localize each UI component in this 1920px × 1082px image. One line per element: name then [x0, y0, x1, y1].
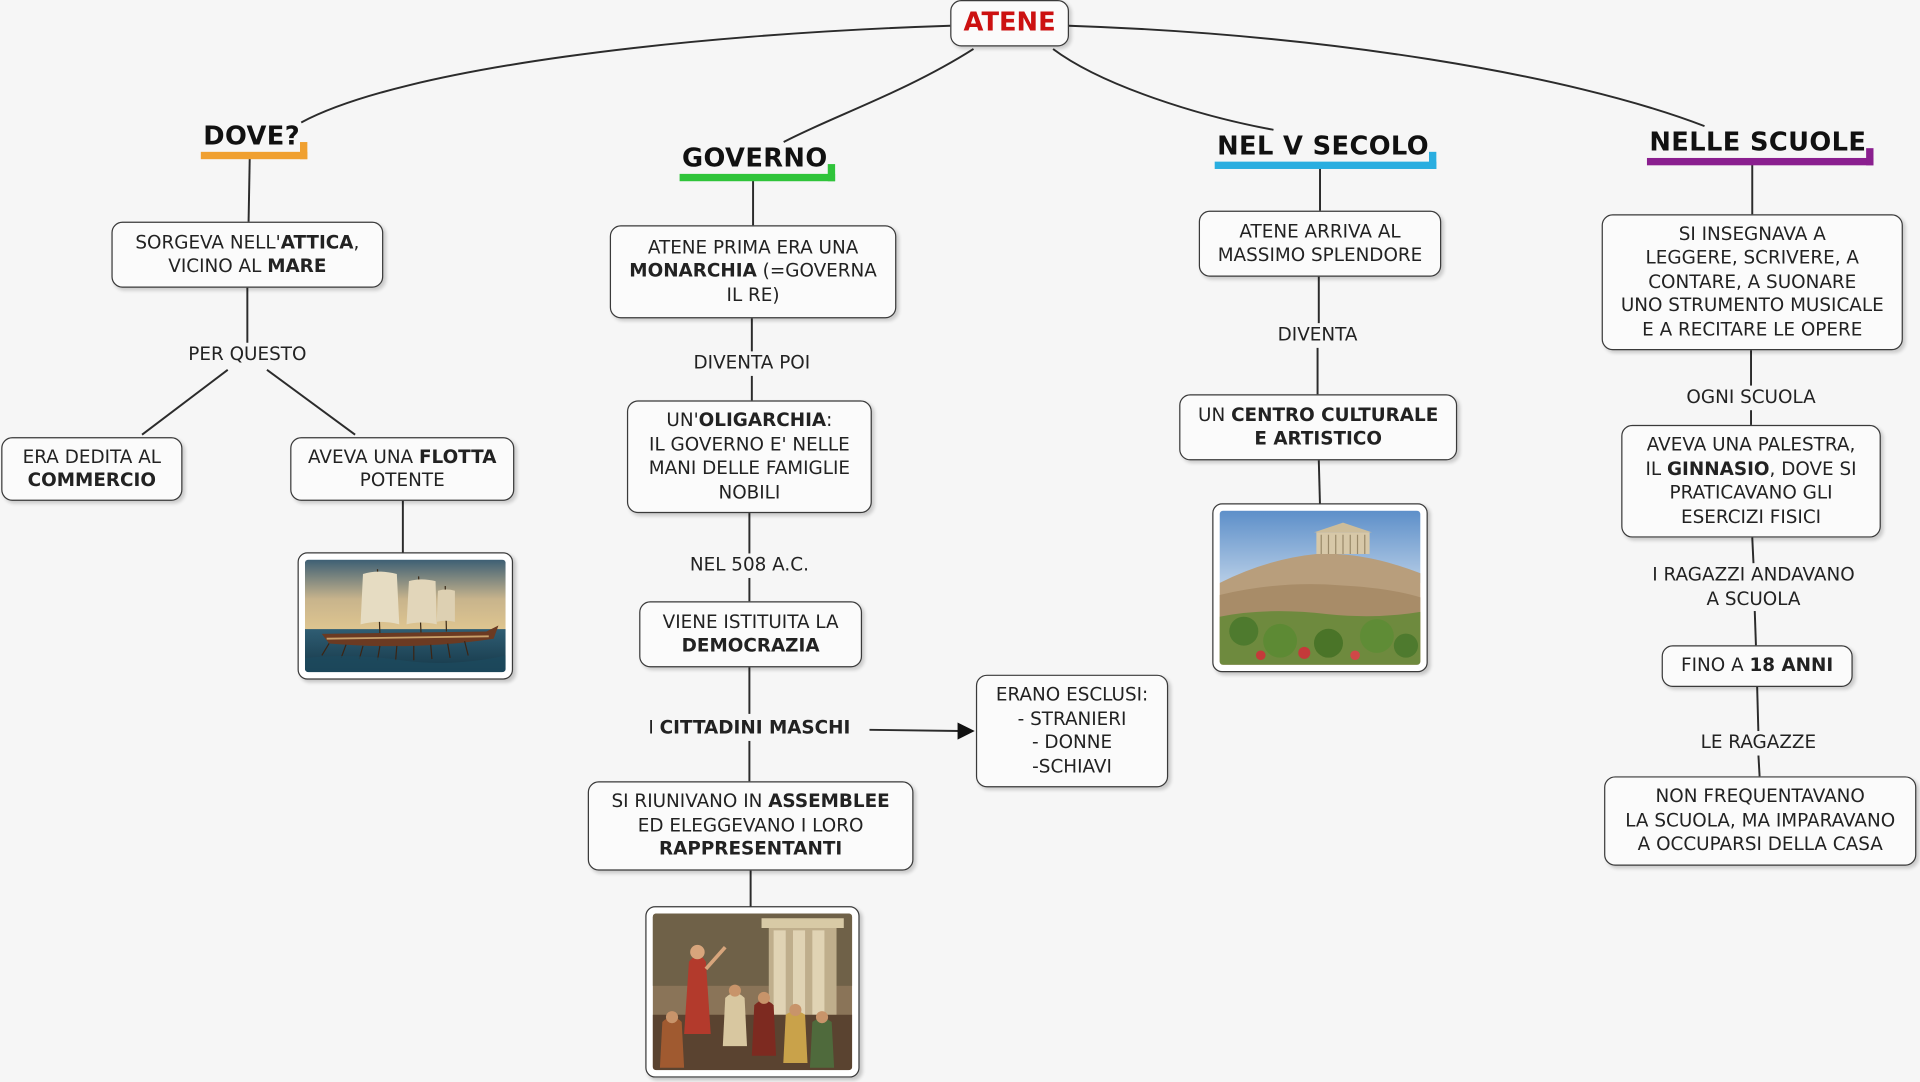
assembly-painting-image[interactable] [645, 906, 860, 1078]
node-insegnava[interactable]: SI INSEGNAVA A LEGGERE, SCRIVERE, A CONT… [1601, 214, 1903, 351]
link-label-per-questo: PER QUESTO [171, 342, 324, 367]
heading-dove-underline [200, 151, 308, 160]
heading-scuole-tick [1866, 148, 1874, 166]
link-label-le-ragazze: LE RAGAZZE [1687, 731, 1830, 755]
link-root-secolo [1052, 48, 1274, 131]
node-splendore[interactable]: ATENE ARRIVA AL MASSIMO SPLENDORE [1198, 210, 1442, 277]
node-centro-culturale[interactable]: UN CENTRO CULTURALE E ARTISTICO [1179, 394, 1458, 461]
node-oligarchia-line1: UN'OLIGARCHIA: [666, 408, 833, 432]
node-esclusi-line3: - DONNE [1031, 731, 1113, 754]
node-oligarchia-line4: NOBILI [718, 480, 781, 503]
node-monarchia-line1: ATENE PRIMA ERA UNA [647, 236, 859, 259]
trireme-ship-image[interactable] [297, 552, 514, 680]
heading-dove-text: DOVE? [203, 121, 301, 151]
heading-scuole[interactable]: NELLE SCUOLE [1646, 126, 1874, 166]
arrowhead-icon [957, 722, 975, 740]
node-ginnasio-line1: AVEVA UNA PALESTRA, [1646, 433, 1856, 456]
node-monarchia-line3: IL RE) [726, 283, 780, 306]
node-assemblee-line1: SI RIUNIVANO IN ASSEMBLEE [611, 790, 890, 813]
heading-dove[interactable]: DOVE? [200, 120, 308, 160]
node-sorgeva-line2: VICINO AL MARE [168, 254, 327, 277]
node-ginnasio-line3: PRATICAVANO GLI [1669, 481, 1833, 504]
node-oligarchia[interactable]: UN'OLIGARCHIA: IL GOVERNO E' NELLE MANI … [626, 400, 872, 514]
node-insegnava-line5: E A RECITARE LE OPERE [1642, 318, 1863, 341]
link-label-cittadini-maschi: I CITTADINI MASCHI [629, 716, 870, 741]
link-label-diventa: DIVENTA [1261, 323, 1374, 348]
link-label-nel-508: NEL 508 A.C. [675, 553, 823, 578]
node-casa-line2: LA SCUOLA, MA IMPARAVANO [1625, 809, 1896, 832]
node-monarchia-line2: MONARCHIA (=GOVERNA [629, 259, 877, 282]
node-casa[interactable]: NON FREQUENTAVANO LA SCUOLA, MA IMPARAVA… [1604, 776, 1917, 866]
node-flotta-line1: AVEVA UNA FLOTTA [308, 445, 497, 468]
node-assemblee-line3: RAPPRESENTANTI [659, 837, 843, 860]
root-node-atene[interactable]: ATENE [950, 0, 1069, 47]
node-esclusi-line4: -SCHIAVI [1032, 754, 1112, 777]
heading-governo-tick [827, 164, 835, 182]
node-centro-line2: E ARTISTICO [1254, 427, 1382, 450]
link-label-ogni-scuola: OGNI SCUOLA [1672, 385, 1830, 410]
heading-secolo-tick [1428, 151, 1437, 169]
node-oligarchia-line3: MANI DELLE FAMIGLIE [648, 456, 851, 479]
node-ginnasio[interactable]: AVEVA UNA PALESTRA, IL GINNASIO, DOVE SI… [1621, 424, 1881, 538]
node-18-anni-line1: FINO A 18 ANNI [1681, 654, 1834, 677]
node-commercio-line2: COMMERCIO [27, 468, 156, 492]
node-insegnava-line1: SI INSEGNAVA A [1678, 222, 1826, 245]
node-esclusi-line2: - STRANIERI [1017, 707, 1127, 730]
heading-governo[interactable]: GOVERNO [679, 142, 835, 182]
node-ginnasio-line2: IL GINNASIO, DOVE SI [1645, 457, 1857, 480]
node-centro-line1: UN CENTRO CULTURALE [1198, 403, 1439, 426]
acropolis-image[interactable] [1212, 503, 1428, 673]
root-title: ATENE [963, 7, 1056, 37]
node-splendore-line1: ATENE ARRIVA AL [1239, 219, 1401, 242]
link-root-governo [783, 48, 975, 143]
node-18-anni[interactable]: FINO A 18 ANNI [1661, 645, 1853, 687]
node-esclusi-line1: ERANO ESCLUSI: [995, 683, 1149, 706]
heading-secolo[interactable]: NEL V SECOLO [1214, 130, 1437, 169]
link-label-ragazzi: I RAGAZZI ANDAVANO A SCUOLA [1635, 563, 1872, 612]
heading-scuole-text: NELLE SCUOLE [1649, 127, 1867, 157]
acropolis-art [1219, 510, 1421, 665]
node-insegnava-line4: UNO STRUMENTO MUSICALE [1620, 294, 1884, 317]
node-monarchia[interactable]: ATENE PRIMA ERA UNA MONARCHIA (=GOVERNA … [609, 225, 897, 319]
link-root-scuole [1068, 24, 1705, 128]
node-sorgeva-line1: SORGEVA NELL'ATTICA, [135, 230, 360, 253]
node-splendore-line2: MASSIMO SPLENDORE [1217, 243, 1423, 266]
node-ginnasio-line4: ESERCIZI FISICI [1680, 505, 1822, 528]
heading-secolo-text: NEL V SECOLO [1217, 131, 1429, 161]
heading-secolo-underline [1214, 161, 1437, 169]
node-flotta-line2: POTENTE [359, 468, 445, 492]
trireme-ship-art [304, 559, 506, 673]
node-casa-line3: A OCCUPARSI DELLA CASA [1637, 832, 1883, 856]
node-oligarchia-line2: IL GOVERNO E' NELLE [649, 432, 850, 455]
node-sorgeva[interactable]: SORGEVA NELL'ATTICA, VICINO AL MARE [111, 221, 384, 288]
node-insegnava-line3: CONTARE, A SUONARE [1648, 270, 1857, 293]
node-insegnava-line2: LEGGERE, SCRIVERE, A [1645, 246, 1859, 269]
node-casa-line1: NON FREQUENTAVANO [1655, 785, 1865, 808]
node-democrazia[interactable]: VIENE ISTITUITA LA DEMOCRAZIA [639, 601, 863, 668]
node-commercio-line1: ERA DEDITA AL [22, 445, 162, 468]
node-democrazia-line1: VIENE ISTITUITA LA [662, 610, 839, 633]
node-esclusi[interactable]: ERANO ESCLUSI: - STRANIERI - DONNE -SCHI… [975, 674, 1169, 788]
node-commercio[interactable]: ERA DEDITA AL COMMERCIO [1, 437, 183, 501]
heading-scuole-underline [1646, 157, 1874, 166]
link-label-diventa-poi: DIVENTA POI [673, 351, 831, 376]
node-assemblee[interactable]: SI RIUNIVANO IN ASSEMBLEE ED ELEGGEVANO … [587, 781, 914, 871]
heading-governo-text: GOVERNO [682, 143, 828, 173]
node-democrazia-line2: DEMOCRAZIA [681, 634, 820, 657]
link-root-dove [300, 24, 951, 124]
heading-dove-tick [300, 142, 308, 160]
node-flotta[interactable]: AVEVA UNA FLOTTA POTENTE [290, 437, 515, 501]
node-assemblee-line2: ED ELEGGEVANO I LORO [637, 813, 864, 837]
heading-governo-underline [679, 173, 835, 182]
assembly-painting-art [652, 913, 853, 1071]
